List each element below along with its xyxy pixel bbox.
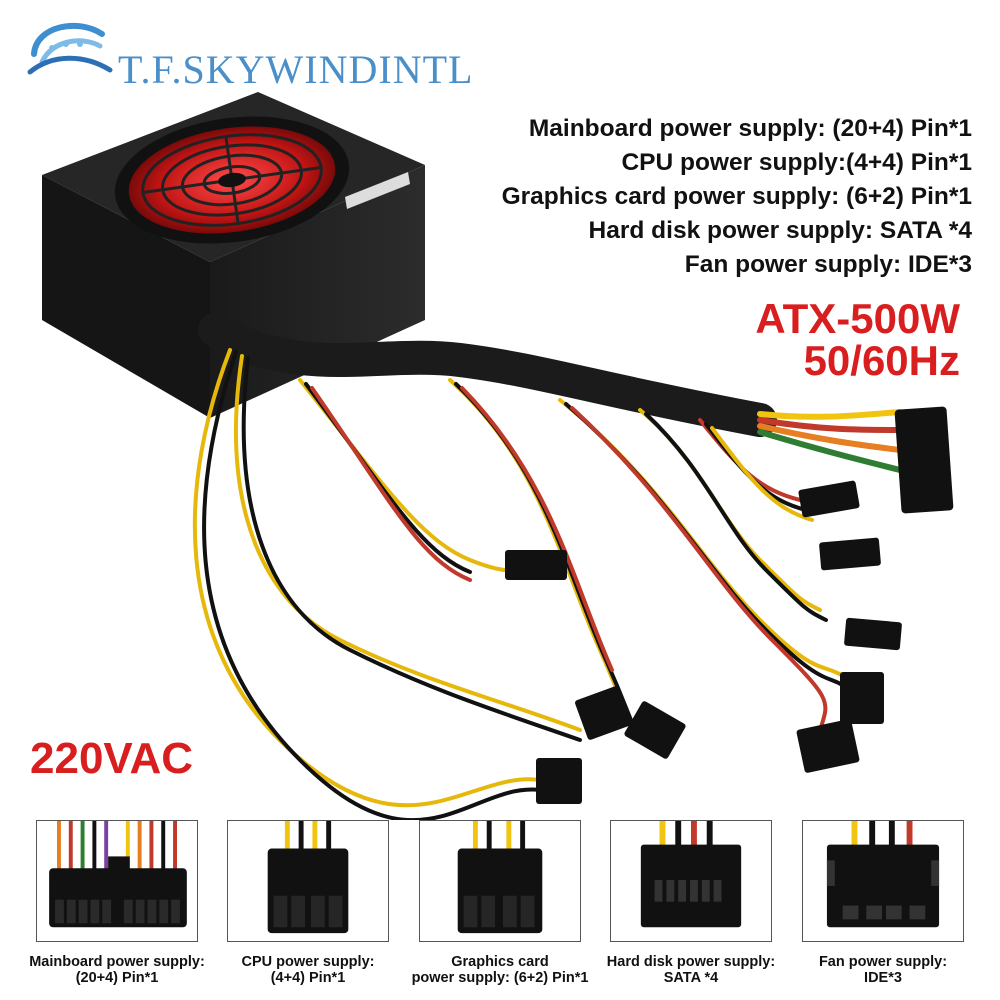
- spec-list: Mainboard power supply: (20+4) Pin*1 CPU…: [502, 112, 972, 282]
- model-label: ATX-500W 50/60Hz: [755, 298, 960, 382]
- caption-fan: Fan power supply: IDE*3: [818, 954, 948, 986]
- connector-thumbnails: Mainboard power supply: (20+4) Pin*1 CPU…: [0, 820, 1000, 1000]
- caption-mainboard: Mainboard power supply: (20+4) Pin*1: [29, 954, 205, 986]
- psu-unit: [42, 92, 425, 418]
- caption-hard-disk: Hard disk power supply: SATA *4: [606, 954, 776, 986]
- model-frequency: 50/60Hz: [803, 337, 960, 384]
- voltage-label: 220VAC: [30, 734, 194, 783]
- psu-product-photo: [42, 92, 954, 820]
- sky-swirl-logo-icon: [27, 22, 113, 75]
- spec-graphics: Graphics card power supply: (6+2) Pin*1: [501, 183, 972, 210]
- cpu-8pin-connector-icon: [227, 820, 389, 942]
- sata-connector-icon: [610, 820, 772, 942]
- spec-hard-disk: Hard disk power supply: SATA *4: [588, 217, 972, 244]
- caption-cpu: CPU power supply: (4+4) Pin*1: [241, 954, 375, 986]
- brand-name: T.F.SKYWINDINTL: [118, 47, 474, 92]
- spec-cpu: CPU power supply:(4+4) Pin*1: [621, 149, 972, 176]
- caption-graphics: Graphics card power supply: (6+2) Pin*1: [411, 954, 589, 986]
- atx-24pin-connector-icon: [36, 820, 198, 942]
- model-name: ATX-500W: [755, 295, 960, 342]
- spec-mainboard: Mainboard power supply: (20+4) Pin*1: [528, 115, 972, 142]
- brand-header: T.F.SKYWINDINTL: [22, 14, 502, 92]
- spec-fan: Fan power supply: IDE*3: [684, 251, 972, 278]
- photo-connectors: [505, 406, 954, 804]
- molex-ide-connector-icon: [802, 820, 964, 942]
- pcie-8pin-connector-icon: [419, 820, 581, 942]
